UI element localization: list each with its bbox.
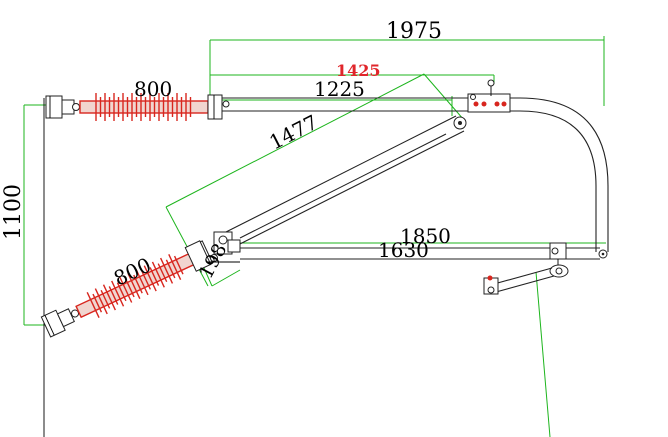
insulator-shed <box>141 270 152 290</box>
upper-clamp <box>467 79 511 113</box>
insulator-shed <box>124 278 135 298</box>
insulator-shed <box>151 261 165 288</box>
dimension-labels: 1975 1425 1225 800 1477 800 198 1850 163… <box>1 19 451 291</box>
dim-1975: 1975 <box>386 19 442 44</box>
dim-800-upper: 800 <box>134 77 172 101</box>
insulator-shed <box>92 293 103 313</box>
lower-tube <box>240 247 600 260</box>
upper-insulator <box>45 93 230 121</box>
insulator-shed <box>119 276 133 303</box>
insulator-shed <box>111 280 125 307</box>
insulator-shed <box>127 273 141 299</box>
dim-1425: 1425 <box>336 61 381 80</box>
insulator-shed <box>157 263 168 283</box>
insulator-shed <box>116 282 127 302</box>
insulator-shed <box>143 265 157 292</box>
dim-1477: 1477 <box>265 110 321 154</box>
dim-1100: 1100 <box>1 184 26 240</box>
dim-1850: 1850 <box>400 224 451 248</box>
insulator-shed <box>159 257 174 284</box>
steady-arm <box>483 242 569 295</box>
insulator-shed <box>108 286 119 305</box>
insulator-shed <box>165 259 176 279</box>
insulator-shed <box>149 267 160 286</box>
mast <box>43 98 48 437</box>
dim-1225: 1225 <box>314 77 365 101</box>
insulator-shed <box>94 288 108 315</box>
insulator-shed <box>135 269 149 296</box>
insulator-shed <box>168 254 182 280</box>
insulator-shed <box>133 274 143 294</box>
lower-joint <box>184 231 241 272</box>
insulator-shed <box>102 284 116 311</box>
lower-insulator <box>40 240 214 338</box>
insulator-shed <box>100 289 111 309</box>
diagonal-brace <box>221 115 467 250</box>
insulator-shed <box>173 255 184 275</box>
dim-1630: 1630 <box>378 238 429 262</box>
insulator-shed <box>86 292 100 319</box>
